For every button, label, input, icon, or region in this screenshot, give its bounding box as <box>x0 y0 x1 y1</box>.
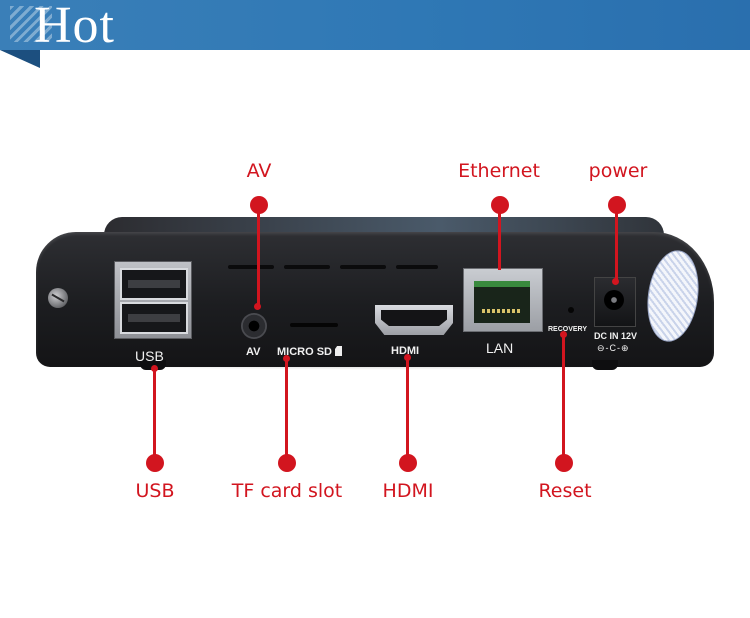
callout-reset: Reset <box>538 480 592 502</box>
callout-dot-tf-card-slot <box>278 454 296 472</box>
vent-slot <box>228 265 274 269</box>
callout-anchor-power <box>612 278 619 285</box>
header-banner: Hot <box>0 0 750 54</box>
callout-dot-power <box>608 196 626 214</box>
micro-sd-slot <box>290 323 338 327</box>
callout-dot-ethernet <box>491 196 509 214</box>
callout-tf-card-slot: TF card slot <box>231 480 343 502</box>
banner-title: Hot <box>34 0 115 54</box>
vent-slot <box>284 265 330 269</box>
callout-hdmi: HDMI <box>382 480 434 502</box>
av-port-label: AV <box>246 346 261 358</box>
callout-dot-hdmi <box>399 454 417 472</box>
callout-av: AV <box>246 160 272 182</box>
dc-polarity-symbols: ⊖-C-⊕ <box>597 343 630 353</box>
usb-port-upper <box>120 268 188 300</box>
callout-line-power <box>615 212 618 280</box>
callout-power: power <box>588 160 648 182</box>
device-top-edge <box>104 217 664 235</box>
banner-stripe-decoration <box>10 6 52 42</box>
usb-port-pair <box>114 261 192 339</box>
device-foot-right <box>592 360 618 370</box>
ethernet-port <box>463 268 543 332</box>
lan-port-label: LAN <box>486 340 514 356</box>
callout-dot-av <box>250 196 268 214</box>
callout-line-tf-card-slot <box>285 358 288 458</box>
callout-dot-usb <box>146 454 164 472</box>
vent-slot <box>340 265 386 269</box>
callout-line-ethernet <box>498 212 501 270</box>
callout-anchor-av <box>254 303 261 310</box>
callout-line-hdmi <box>406 357 409 457</box>
recovery-label: RECOVERY <box>548 326 588 333</box>
av-jack <box>241 313 267 339</box>
micro-sd-port-label: MICRO SD <box>277 346 342 358</box>
callout-usb: USB <box>135 480 175 502</box>
callout-ethernet: Ethernet <box>458 160 540 182</box>
reset-pinhole <box>568 307 574 313</box>
callout-line-av <box>257 212 260 306</box>
usb-port-label: USB <box>135 348 164 364</box>
callout-line-usb <box>153 368 156 458</box>
hdmi-port <box>375 305 453 335</box>
vent-slot <box>396 265 438 269</box>
callout-dot-reset <box>555 454 573 472</box>
banner-fold-decoration <box>0 50 40 68</box>
callout-line-reset <box>562 334 565 458</box>
screw <box>48 288 68 308</box>
usb-port-lower <box>120 302 188 334</box>
sd-card-icon <box>335 346 342 356</box>
dc-in-label: DC IN 12V <box>594 331 638 341</box>
hdmi-port-label: HDMI <box>391 345 420 357</box>
